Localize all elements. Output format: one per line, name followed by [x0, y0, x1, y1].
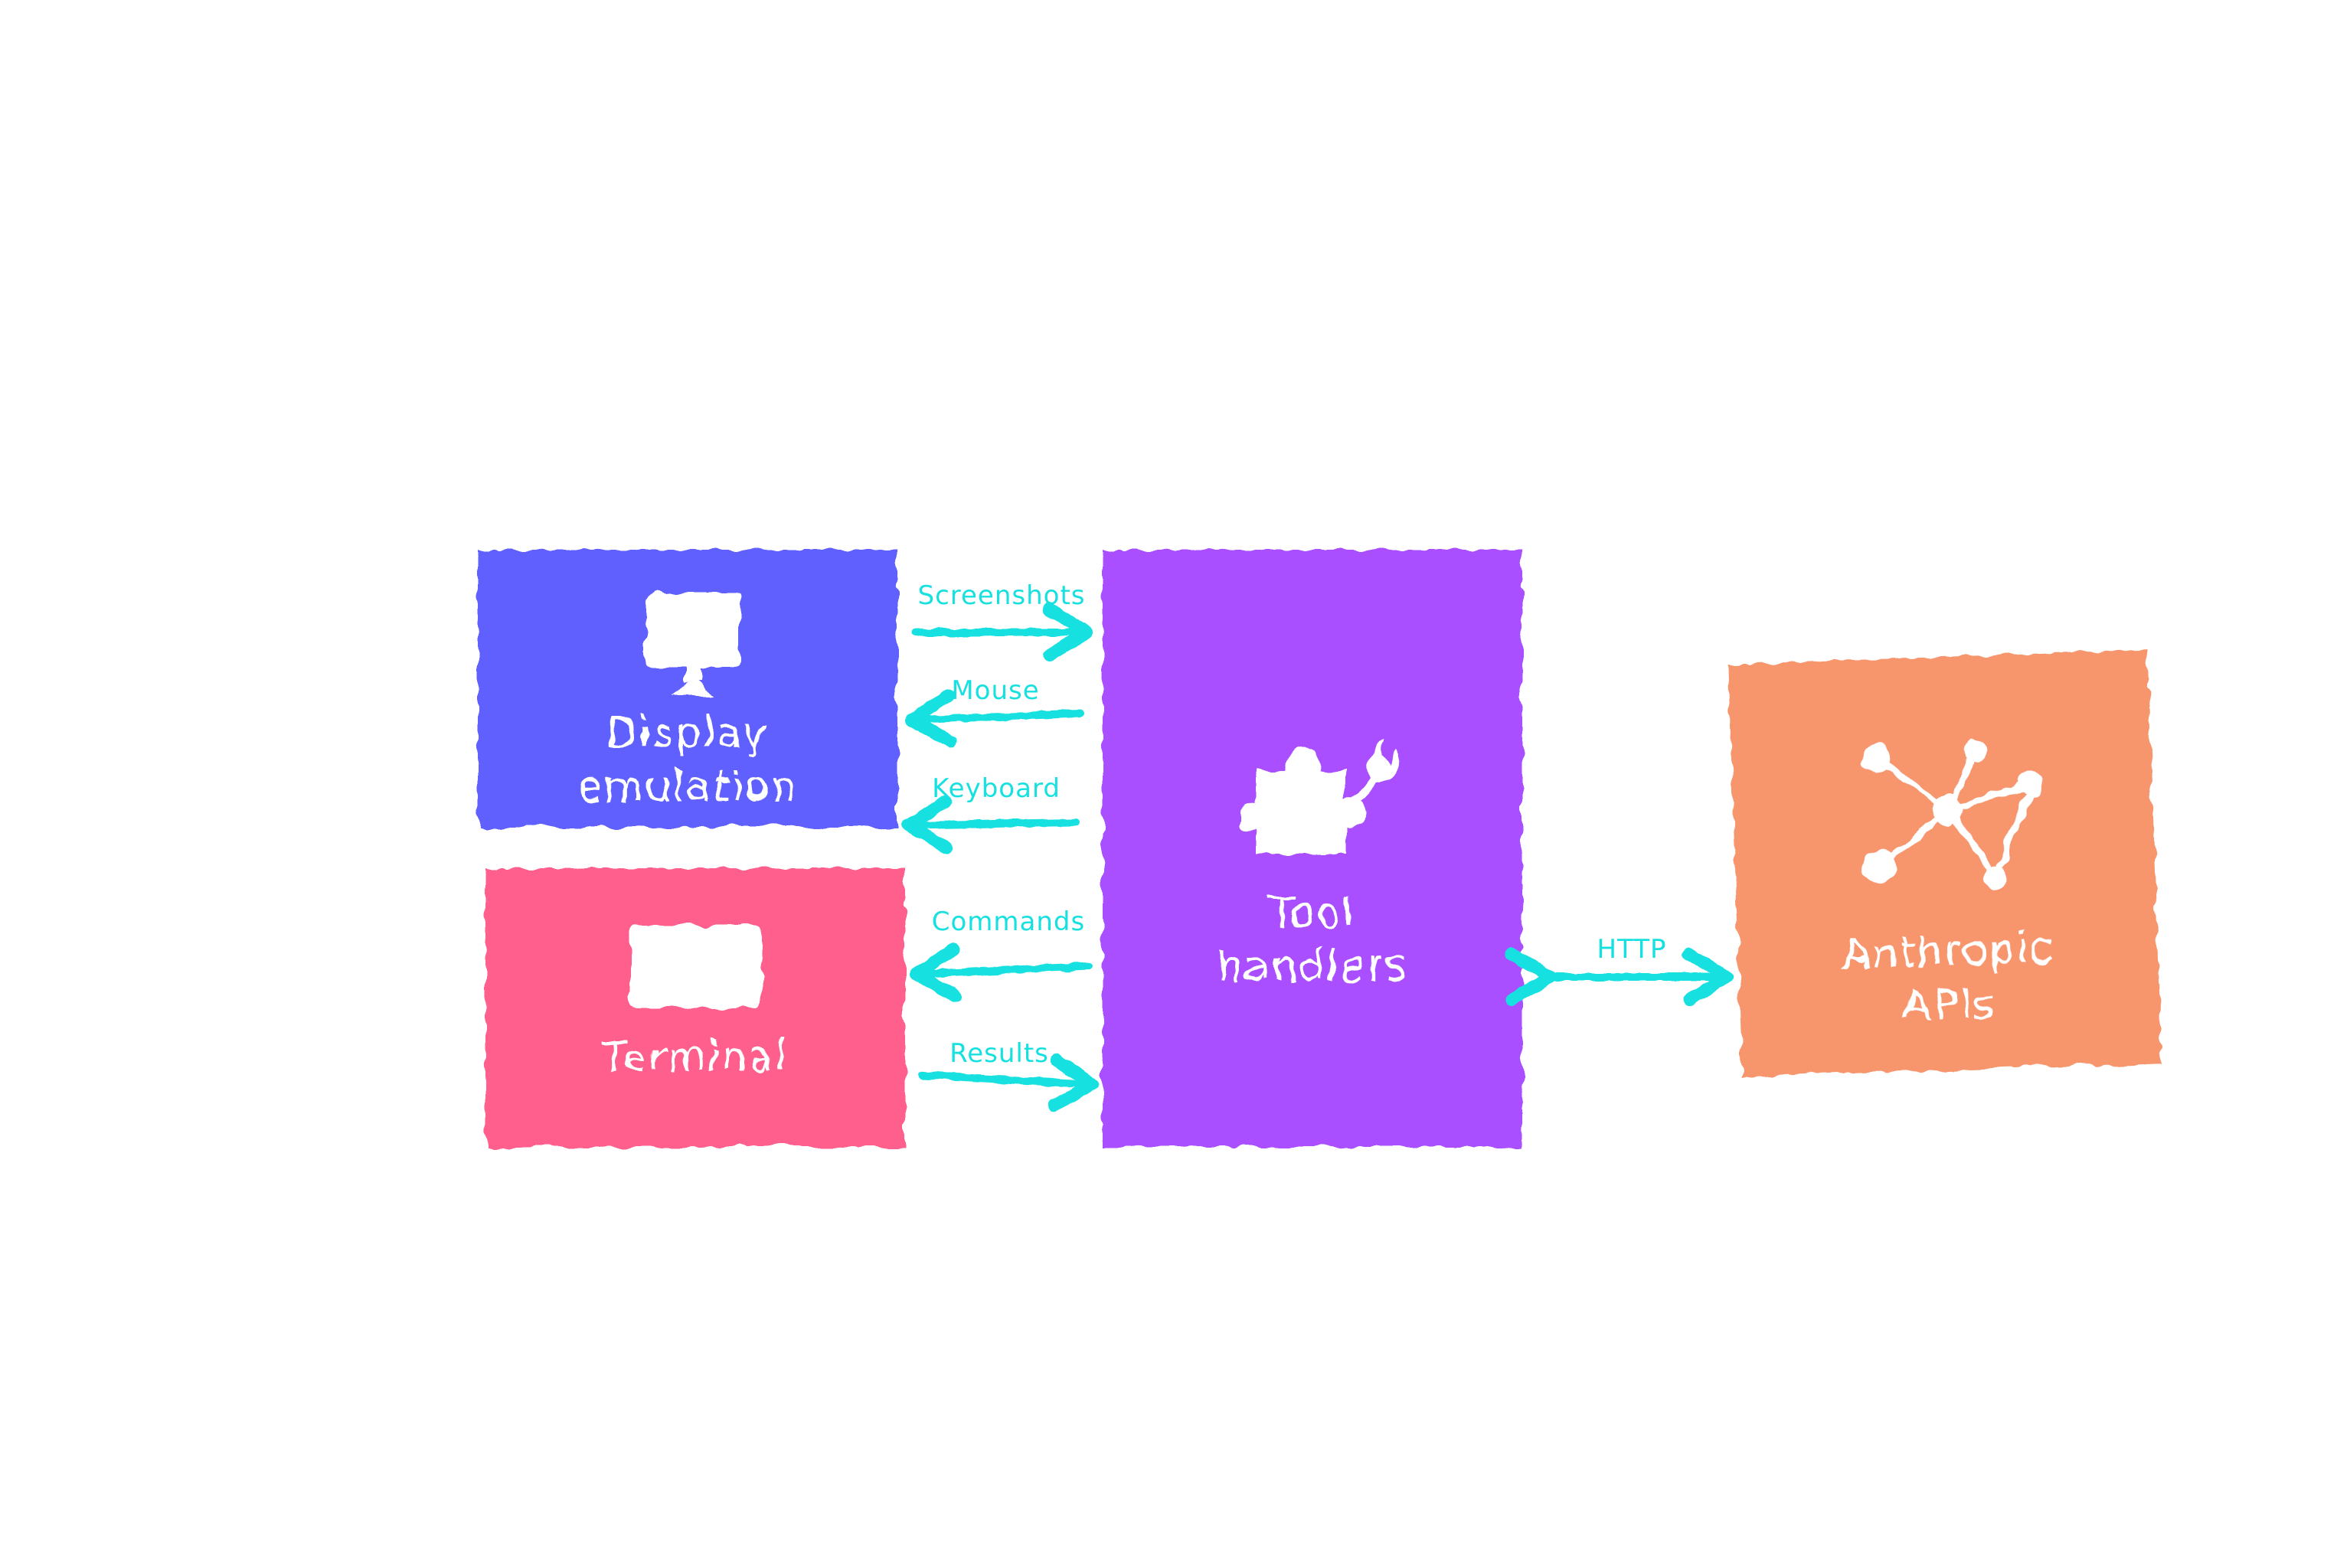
tool-handlers-label-line1: Tool	[1269, 889, 1356, 937]
display-emulation-label-line1: Display	[606, 709, 770, 757]
monitor-icon	[646, 593, 740, 695]
network-nodes-icon	[1863, 738, 2044, 890]
tool-handlers-label-line2: handlers	[1216, 942, 1409, 991]
tool-handlers-label: Tool handlers	[1103, 887, 1522, 994]
keyboard-arrow	[902, 795, 1079, 854]
puzzle-wrench-icon	[1240, 738, 1400, 854]
results-label: Results	[950, 1038, 1049, 1069]
mouse-arrow	[905, 689, 1084, 748]
commands-label: Commands	[931, 906, 1086, 937]
screenshots-label: Screenshots	[917, 580, 1086, 611]
commands-arrow	[910, 943, 1093, 1002]
terminal-window-icon	[629, 925, 761, 1008]
terminal-label-text: Terminal	[601, 1033, 789, 1081]
display-emulation-block: Display emulation	[478, 550, 897, 827]
terminal-label: Terminal	[485, 1031, 905, 1084]
mouse-label: Mouse	[951, 675, 1040, 706]
tool-handlers-block: Tool handlers	[1103, 550, 1522, 1147]
http-label: HTTP	[1597, 934, 1667, 965]
display-emulation-label: Display emulation	[478, 707, 897, 814]
display-emulation-label-line2: emulation	[577, 763, 799, 811]
terminal-block: Terminal	[485, 868, 905, 1147]
results-arrow	[918, 1053, 1100, 1112]
anthropic-apis-block: Anthropic APIs	[1727, 649, 2162, 1078]
keyboard-label: Keyboard	[932, 773, 1061, 804]
